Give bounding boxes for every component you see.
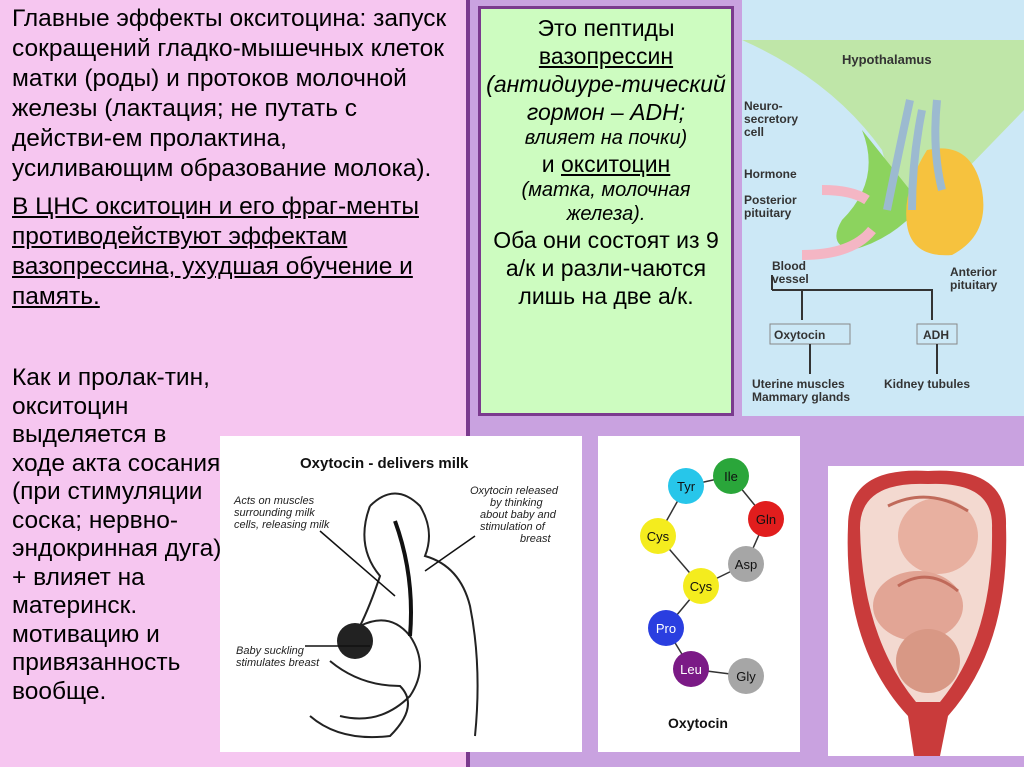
milk-diagram: Oxytocin - delivers milk Acts on muscles… xyxy=(220,436,582,752)
left-text-block: Главные эффекты окситоцина: запуск сокра… xyxy=(12,4,452,312)
cns-effects-paragraph: В ЦНС окситоцин и его фраг-менты противо… xyxy=(12,193,419,310)
adh-box-label: ADH xyxy=(923,328,949,342)
cys-label-2: Cys xyxy=(690,579,713,594)
ile-label: Ile xyxy=(724,469,738,484)
asp-residue xyxy=(728,546,764,582)
uterus-note: (матка, молочная железа). xyxy=(521,179,691,225)
peptides-info-box: Это пептиды вазопрессин (антидиуре-тичес… xyxy=(478,6,734,416)
tyr-label: Tyr xyxy=(677,479,696,494)
oxytocin-structure-diagram: Tyr Ile Cys Gln Cys Asp Pro Leu Gly Oxyt… xyxy=(640,458,784,731)
gln-residue xyxy=(748,501,784,537)
ile-residue xyxy=(713,458,749,494)
gly-label: Gly xyxy=(736,669,756,684)
cys-label-1: Cys xyxy=(647,529,670,544)
pro-label: Pro xyxy=(656,621,676,636)
asp-label: Asp xyxy=(735,557,757,572)
oxytocin-structure: Tyr Ile Cys Gln Cys Asp Pro Leu Gly Oxyt… xyxy=(598,436,800,752)
peptides-heading: Это пептиды xyxy=(537,15,675,41)
and-word: и xyxy=(541,151,555,177)
oxytocin-box-label: Oxytocin xyxy=(774,328,825,342)
breastfeeding-illustration: Oxytocin - delivers milk Acts on muscles… xyxy=(233,455,559,739)
cys-residue-2 xyxy=(683,568,719,604)
gly-residue xyxy=(728,658,764,694)
amino-acid-note: Оба они состоят из 9 а/к и разли-чаются … xyxy=(493,227,719,309)
hormone-label: Hormone xyxy=(744,167,797,181)
left-text-panel: Главные эффекты окситоцина: запуск сокра… xyxy=(0,0,470,767)
kidney-note: влияет на почки) xyxy=(524,127,688,149)
adh-description: (антидиуре-тический гормон – ADH; xyxy=(486,71,726,125)
vasopressin-label: вазопрессин xyxy=(538,43,674,69)
leu-residue xyxy=(673,651,709,687)
oxytocin-caption: Oxytocin xyxy=(668,715,728,731)
kidney-tubules-label: Kidney tubules xyxy=(884,377,970,391)
fetus-in-uterus-illustration xyxy=(847,470,1007,756)
oxytocin-effects-paragraph: Главные эффекты окситоцина: запуск сокра… xyxy=(12,5,447,182)
milk-diagram-title: Oxytocin - delivers milk xyxy=(300,455,469,472)
oxytocin-label: окситоцин xyxy=(561,151,671,177)
oxytocin-line: и окситоцин xyxy=(481,150,731,178)
gln-label: Gln xyxy=(756,512,776,527)
tyr-residue xyxy=(668,468,704,504)
suckling-paragraph: Как и пролак-тин, окситоцин выделяется в… xyxy=(12,364,222,705)
uterus-image xyxy=(828,466,1024,756)
cys-residue-1 xyxy=(640,518,676,554)
hypothalamus-label: Hypothalamus xyxy=(842,52,932,67)
pro-residue xyxy=(648,610,684,646)
leu-label: Leu xyxy=(680,662,702,677)
